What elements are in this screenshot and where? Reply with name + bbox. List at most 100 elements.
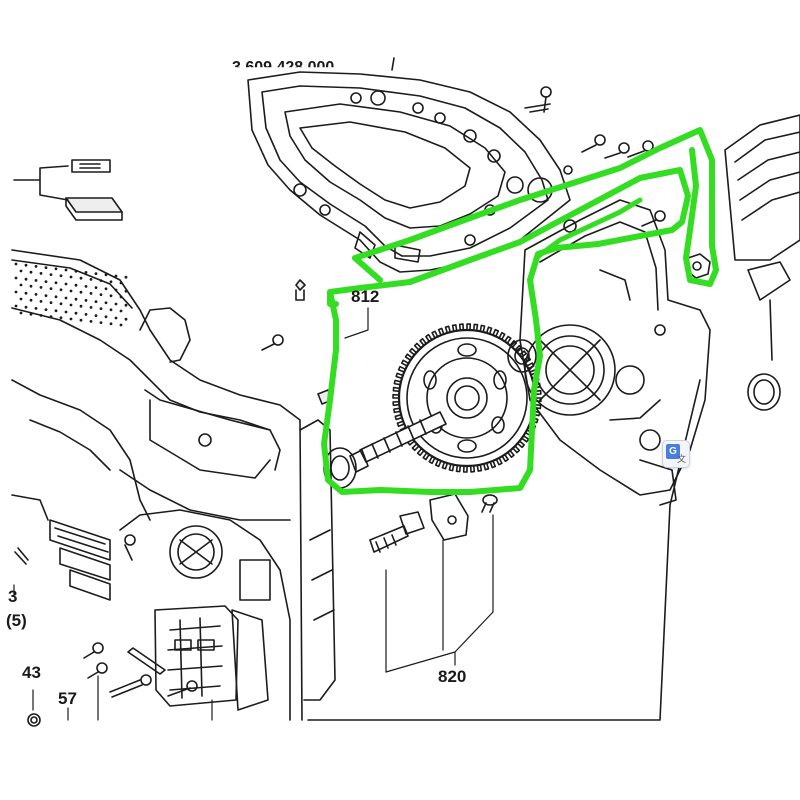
vent-dot (114, 302, 118, 306)
vent-dot (94, 272, 98, 275)
gear-tooth (516, 440, 525, 449)
vent-dot (39, 272, 43, 275)
part-label-3-qty: (5) (6, 611, 27, 630)
gear-tooth (512, 445, 521, 454)
gear-tooth (448, 463, 455, 472)
gear-tooth (507, 449, 515, 458)
translate-badge[interactable]: G 文 (662, 440, 690, 468)
vent-dot (114, 316, 118, 320)
bearing (507, 339, 537, 373)
vent-dot (109, 294, 113, 298)
vent-dot (79, 304, 83, 308)
part-label-820: 820 (438, 667, 467, 686)
translate-glyph-icon: 文 (676, 454, 686, 464)
vent-dot (34, 279, 38, 282)
center-housing (119, 509, 291, 721)
vent-dot (39, 286, 43, 289)
vent-dot (104, 287, 108, 291)
cover-screws (524, 86, 666, 227)
vent-dot (104, 301, 108, 305)
gear-tooth (397, 365, 407, 373)
vent-dot (39, 300, 43, 303)
vent-dot (64, 296, 68, 300)
top-partial-number: 3 609 428 000 (232, 59, 335, 76)
vent-dot (104, 315, 108, 319)
vent-dot (109, 308, 113, 312)
vent-dot (94, 314, 98, 317)
vent-dot (64, 282, 68, 286)
vent-dot (84, 299, 88, 302)
vent-dot (119, 281, 123, 285)
lower-vent-slots (11, 494, 111, 601)
vent-dot (94, 300, 98, 303)
part-label-57: 57 (58, 689, 77, 708)
vent-grille-dots (14, 262, 128, 327)
vent-dot (64, 310, 68, 314)
far-right-parts (724, 114, 800, 411)
gear-tooth (395, 372, 404, 380)
vent-dot (89, 306, 93, 309)
gear-tooth (472, 323, 479, 332)
gear-tooth (533, 403, 542, 410)
vent-dot (34, 307, 38, 310)
gear-tooth (413, 342, 422, 351)
gear-tooth (518, 350, 527, 358)
gear-tooth (441, 461, 449, 470)
gear-tooth (393, 407, 402, 414)
vent-dot (74, 311, 78, 315)
vent-dot (99, 321, 103, 324)
vent-dot (104, 273, 108, 277)
gear-tooth (434, 458, 442, 468)
gear-tooth (394, 414, 403, 421)
vent-dot (69, 317, 73, 321)
gear-tooth (533, 389, 542, 396)
small-clip-parts (13, 159, 123, 221)
vent-dot (99, 293, 103, 296)
gear-tooth (462, 465, 468, 473)
vent-dot (49, 287, 53, 290)
gear-tooth (425, 333, 433, 343)
vent-dot (24, 263, 28, 267)
motor-housing (11, 249, 303, 721)
vent-dot (69, 289, 73, 293)
gear-tooth (419, 338, 427, 347)
vent-dot (49, 315, 53, 318)
vent-dot (44, 280, 48, 283)
translate-g-icon: G (666, 444, 680, 459)
gear-tooth (437, 327, 445, 336)
vent-dot (14, 304, 18, 308)
gear-tooth (489, 460, 497, 469)
vent-dot (99, 307, 103, 310)
vent-dot (74, 283, 78, 287)
gear-tooth (404, 353, 413, 361)
vent-dot (54, 281, 58, 285)
gear-tooth (422, 452, 430, 461)
vent-dot (79, 276, 83, 280)
vent-dot (89, 292, 93, 295)
vent-dot (54, 309, 58, 313)
vent-dot (84, 313, 88, 316)
gear-tooth (396, 420, 405, 428)
vent-dot (124, 275, 128, 279)
gear-tooth (392, 400, 401, 407)
bolt (369, 511, 425, 553)
cover-plate (261, 279, 701, 721)
gear-tooth (521, 435, 530, 443)
vent-dot (59, 274, 63, 278)
vent-dot (29, 270, 33, 274)
vent-dot (29, 284, 33, 288)
vent-dot (34, 265, 38, 268)
vent-dot (69, 303, 73, 307)
vent-dot (44, 266, 48, 269)
gear-tooth (534, 397, 542, 403)
vent-dot (69, 275, 73, 279)
gear-tooth (483, 462, 490, 471)
vent-dot (119, 295, 123, 299)
bottom-screws (14, 547, 198, 727)
vent-dot (14, 290, 18, 294)
vent-dot (29, 298, 33, 302)
vent-dot (84, 285, 88, 288)
gear-tooth (431, 330, 439, 339)
gear-tooth (400, 359, 410, 367)
